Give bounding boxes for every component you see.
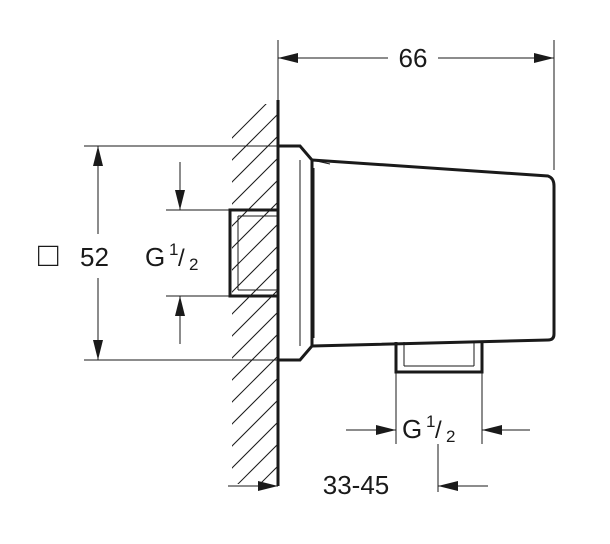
inlet-thread-body [228, 208, 280, 298]
flange-outline [278, 144, 314, 362]
square-symbol-icon: □ [38, 236, 59, 274]
arrow-g-bottom-left [376, 425, 396, 435]
wall-hatching [232, 104, 278, 484]
thread-bottom-sub: 2 [446, 427, 455, 446]
wall-hatch-line [232, 179, 278, 227]
wall-hatch-line [232, 223, 278, 271]
wall-hatch-line [232, 355, 278, 403]
wall-hatch-line [232, 399, 278, 447]
body-shell [311, 158, 556, 348]
arrow-66-right [534, 53, 554, 63]
wall-hatch-line [237, 443, 278, 484]
thread-left-slash: / [178, 245, 185, 272]
thread-bottom-g: G [402, 414, 422, 444]
thread-left-sub: 2 [189, 255, 198, 274]
wall-hatch-line [232, 333, 278, 381]
thread-bottom-slash: / [435, 417, 442, 444]
body-outline [278, 144, 556, 362]
wall-hatch-line [232, 157, 278, 205]
wall-hatch-line [232, 135, 278, 183]
body-edge-top [311, 159, 331, 165]
arrow-g-left-top [175, 190, 185, 210]
thread-bottom-sup: 1 [426, 412, 435, 431]
dimension-66-label: 66 [399, 43, 428, 73]
dimension-52-label: 52 [80, 242, 109, 272]
dimension-33-45-label: 33-45 [323, 470, 390, 500]
wall-hatch-line [232, 201, 278, 249]
arrow-52-bottom [93, 340, 103, 360]
thread-left-sup: 1 [169, 240, 178, 259]
wall-hatch-line [232, 377, 278, 425]
arrow-g-bottom-right [482, 425, 502, 435]
wall-hatch-line [232, 113, 278, 161]
outlet-thread [394, 342, 484, 374]
arrow-g-left-bottom [175, 296, 185, 316]
wall-hatch-line [232, 289, 278, 337]
inlet-thread [228, 208, 280, 298]
outlet-thread-body [394, 342, 484, 374]
wall-hatch-line [232, 267, 278, 315]
wall-hatch-line [232, 311, 278, 359]
wall-hatch-line [259, 465, 278, 484]
thread-left-g: G [145, 242, 165, 272]
wall-hatch-line [232, 245, 278, 293]
arrow-66-left [278, 53, 298, 63]
wall-hatch-line [232, 104, 267, 139]
arrow-52-top [93, 146, 103, 166]
arrow-33-45-left [258, 481, 278, 491]
arrow-33-45-right [438, 481, 458, 491]
wall-hatch-line [232, 421, 278, 469]
